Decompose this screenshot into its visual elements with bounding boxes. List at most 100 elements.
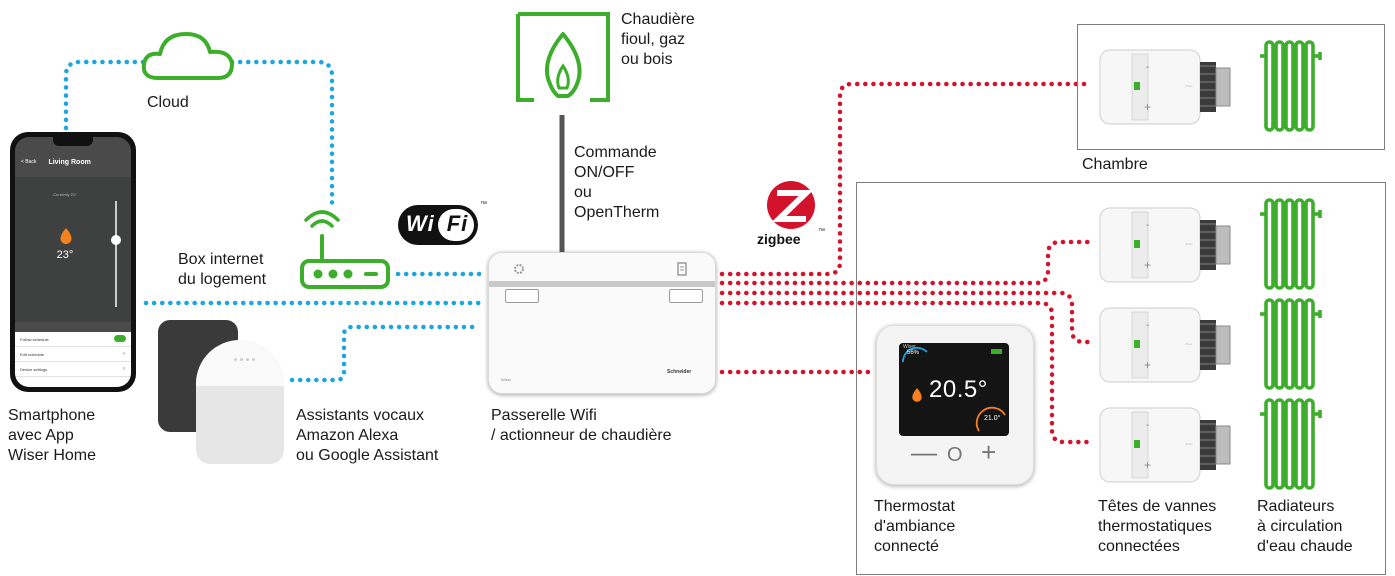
gateway-button-left[interactable] — [505, 289, 539, 303]
label-box-internet: Box internet du logement — [178, 251, 267, 288]
smartphone: < Back Living Room Currently 21° 23° Fol… — [10, 132, 136, 392]
thermostat-center-button[interactable]: O — [947, 444, 963, 466]
room-living — [856, 182, 1386, 575]
phone-menu-follow[interactable]: Follow schedule — [15, 332, 131, 347]
humidity-ring-icon — [902, 346, 928, 363]
thermostat-brand: Wiser — [903, 344, 916, 350]
valve-head — [1099, 49, 1231, 125]
zigbee-logo — [767, 181, 815, 229]
radiator-icon — [1260, 398, 1322, 490]
valve-brand: Wiser — [1185, 342, 1193, 346]
label-valves: Têtes de vannes thermostatiques connecté… — [1098, 498, 1217, 555]
phone-body — [15, 177, 131, 322]
battery-icon — [991, 349, 1002, 354]
label-chambre: Chambre — [1082, 156, 1148, 173]
valve-head — [1099, 207, 1231, 283]
thermostat-temp: 20.5° — [929, 376, 988, 403]
gateway-brand-right: Schneider — [667, 369, 692, 375]
label-assistants: Assistants vocaux Amazon Alexa ou Google… — [296, 407, 439, 464]
wifi-logo-fi: Fi — [446, 211, 469, 236]
zigbee-tm: ™ — [818, 228, 825, 235]
thermostat-setpoint: 21.0° — [984, 415, 1001, 422]
phone-menu-label: Edit schedule — [20, 351, 45, 357]
router-icon — [300, 210, 390, 289]
radiator-icon — [1260, 40, 1322, 132]
phone-menu-device[interactable]: Device settings › — [15, 362, 131, 377]
phone-header: < Back Living Room — [15, 147, 131, 177]
phone-slider-knob[interactable] — [111, 235, 121, 245]
label-command: Commande ON/OFF ou OpenTherm — [574, 144, 660, 221]
label-thermostat: Thermostat d'ambiance connecté — [874, 498, 956, 555]
phone-back-button[interactable]: < Back — [21, 159, 37, 165]
wifi-logo-text: Wi Fi — [406, 211, 468, 237]
thermostat-screen: Wiser 56% 20.5° 21.0° — [899, 343, 1009, 436]
room-chambre — [1077, 24, 1385, 150]
wifi-tm: ™ — [480, 201, 487, 208]
valve-head — [1099, 407, 1231, 483]
google-home-speaker — [196, 340, 284, 464]
thermostat-minus-button[interactable]: — — [911, 437, 937, 467]
valve-brand: Wiser — [1185, 84, 1193, 88]
zigbee-links — [719, 81, 1095, 445]
chevron-right-icon: › — [123, 351, 125, 357]
label-cloud: Cloud — [147, 94, 189, 111]
wifi-links — [63, 59, 483, 383]
link-gateway-chambre — [719, 81, 1093, 277]
phone-menu: Follow schedule Edit schedule › Device se… — [15, 332, 131, 387]
link-gateway-valve-2 — [719, 290, 1095, 345]
valve-plus-mark: + — [1144, 458, 1152, 472]
valve-heads — [1099, 49, 1231, 483]
cloud-icon — [141, 32, 234, 80]
link-assistant-gateway — [289, 324, 483, 383]
valve-minus-mark: - — [1146, 220, 1150, 231]
setpoint-ring-icon — [975, 406, 1006, 432]
zigbee-text: zigbee — [757, 231, 801, 247]
gateway-brand-left: Wiser — [501, 377, 512, 382]
link-cloud-box — [229, 59, 335, 208]
wifi-logo-wi: Wi — [406, 211, 435, 236]
radiators — [1260, 40, 1322, 490]
thermostat-humidity: 56% — [907, 350, 920, 356]
settings-icon — [514, 264, 524, 274]
valve-head — [1099, 307, 1231, 383]
phone-screen: < Back Living Room Currently 21° 23° Fol… — [15, 137, 131, 387]
valve-minus-mark: - — [1146, 420, 1150, 431]
wifi-gateway: Wiser Schneider — [488, 252, 716, 394]
room-thermostat: Wiser 56% 20.5° 21.0° — O + — [876, 325, 1034, 485]
phone-current-temp: Currently 21° — [53, 192, 77, 197]
radiator-icon — [1260, 298, 1322, 390]
phone-menu-label: Follow schedule — [20, 336, 49, 342]
toggle-icon[interactable] — [114, 335, 126, 342]
phone-slider[interactable] — [115, 201, 117, 307]
link-phone-cloud — [63, 59, 149, 131]
link-gateway-valve-1 — [719, 239, 1095, 286]
valve-brand: Wiser — [1185, 442, 1193, 446]
wifi-logo — [398, 205, 478, 245]
label-smartphone: Smartphone avec App Wiser Home — [8, 407, 97, 464]
boiler-icon — [516, 12, 610, 102]
link-gateway-valve-3 — [719, 300, 1095, 445]
valve-minus-mark: - — [1146, 62, 1150, 73]
valve-minus-mark: - — [1146, 320, 1150, 331]
valve-plus-mark: + — [1144, 100, 1152, 114]
phone-menu-label: Device settings — [20, 366, 48, 372]
chevron-right-icon: › — [123, 366, 125, 372]
thermostat-plus-button[interactable]: + — [981, 437, 997, 467]
phone-menu-edit[interactable]: Edit schedule › — [15, 347, 131, 362]
gateway-button-right[interactable] — [669, 289, 703, 303]
valve-plus-mark: + — [1144, 258, 1152, 272]
label-boiler: Chaudière fioul, gaz ou bois — [621, 11, 695, 68]
label-gateway: Passerelle Wifi / actionneur de chaudièr… — [491, 407, 672, 444]
battery-icon — [677, 262, 687, 276]
label-radiators: Radiateurs à circulation d'eau chaude — [1257, 498, 1353, 555]
radiator-icon — [1260, 198, 1322, 290]
valve-brand: Wiser — [1185, 242, 1193, 246]
google-home-lights — [234, 358, 255, 361]
flame-icon — [60, 228, 72, 244]
flame-icon — [912, 388, 922, 402]
phone-temp: 23° — [56, 249, 74, 261]
valve-plus-mark: + — [1144, 358, 1152, 372]
phone-notch — [53, 137, 93, 146]
